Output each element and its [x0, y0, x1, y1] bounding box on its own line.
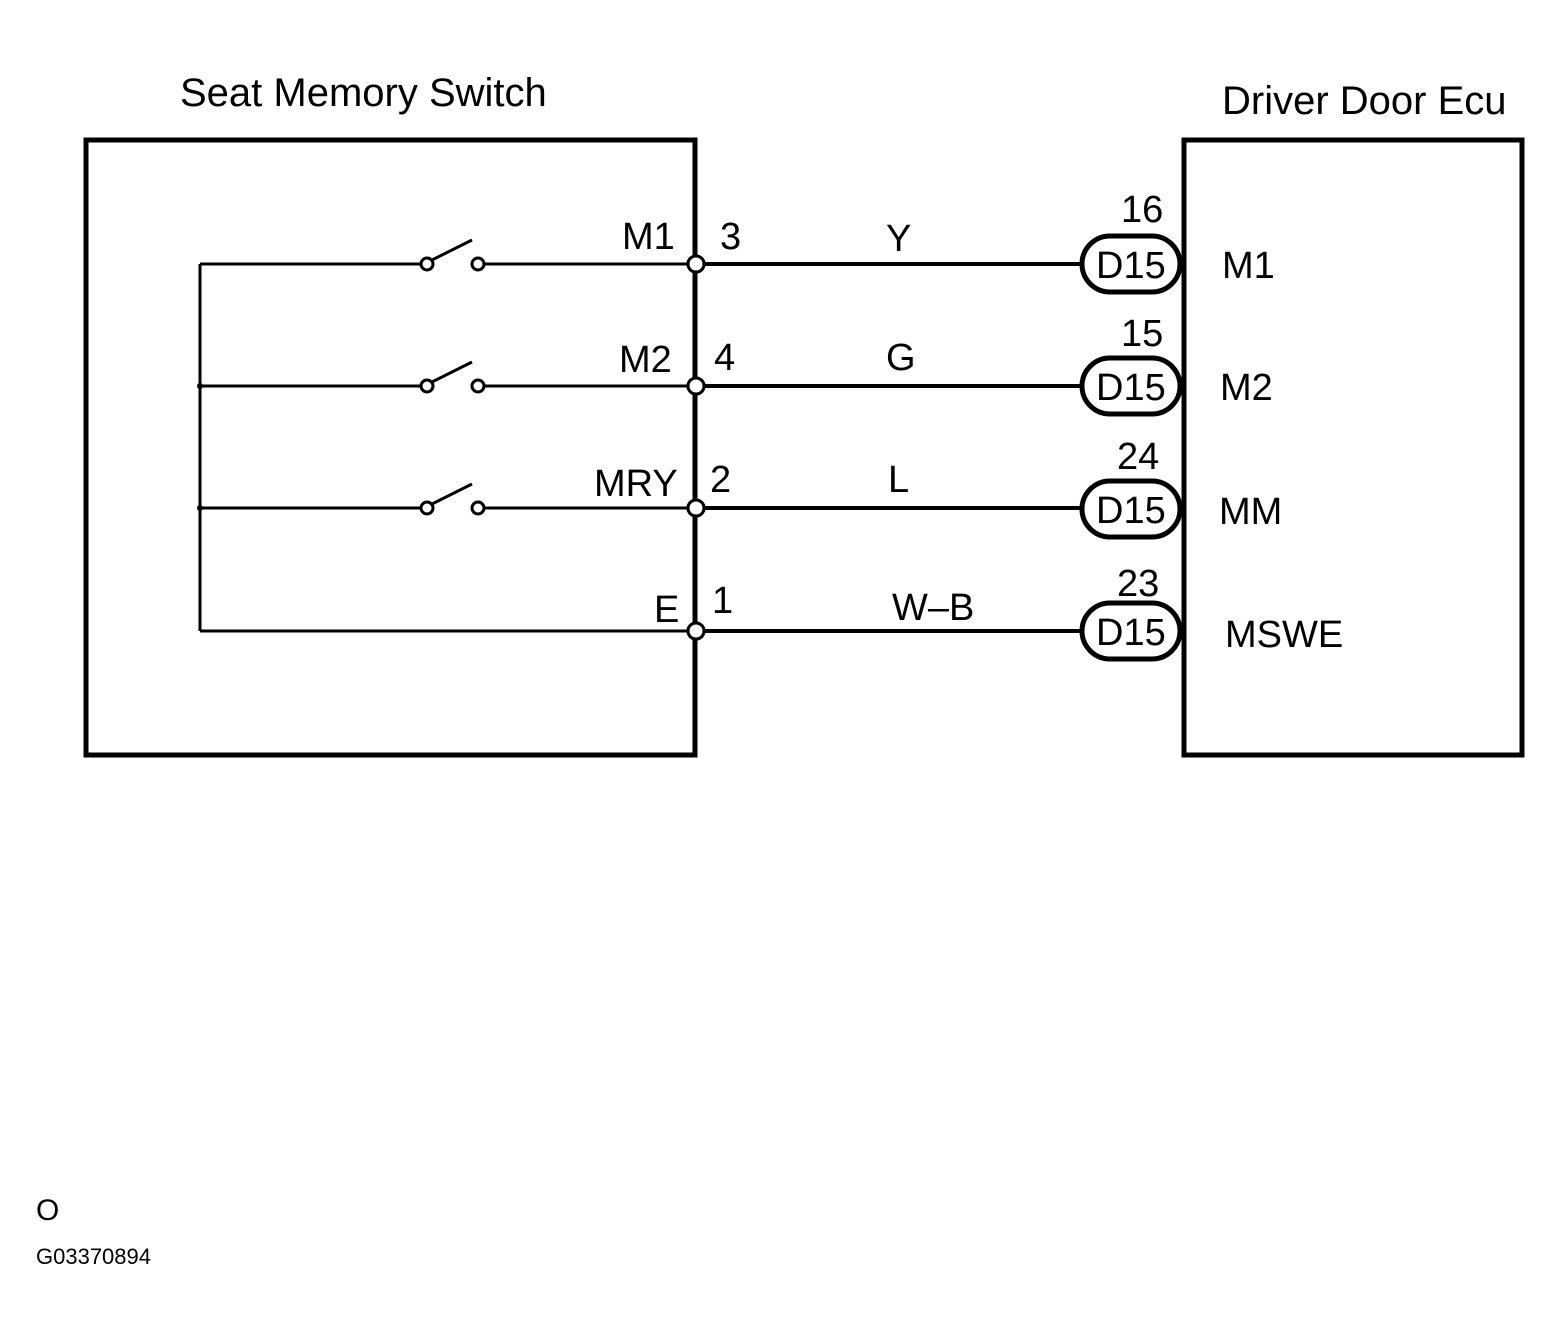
ecu-terminal-label: M2	[1220, 367, 1273, 409]
circuit-m2: M2 4 G D15 15 M2	[200, 313, 1273, 417]
switch-contact	[419, 500, 435, 516]
switch-terminal-label: MRY	[594, 463, 678, 505]
switch-pin-number: 4	[714, 337, 735, 379]
switch-terminal-label: E	[654, 589, 679, 631]
switch-terminal-label: M1	[622, 216, 675, 258]
wire-color-label: L	[888, 459, 909, 501]
wire-color-label: G	[886, 337, 916, 379]
ecu-pin-number: 15	[1121, 313, 1163, 355]
switch-pin-number: 3	[720, 216, 741, 258]
ecu-terminal-label: MM	[1219, 491, 1282, 533]
wire-color-label: Y	[886, 218, 911, 260]
switch-blade	[431, 360, 473, 384]
connector-label: D15	[1096, 367, 1166, 409]
connector-d15	[1079, 355, 1183, 417]
driver-door-ecu-title: Driver Door Ecu	[1222, 79, 1507, 123]
driver-door-ecu-box	[1181, 137, 1525, 758]
footer-mark: O	[36, 1194, 59, 1227]
ecu-pin-number: 16	[1121, 189, 1163, 231]
switch-contact	[470, 256, 486, 272]
figure-id: G03370894	[36, 1244, 151, 1269]
circuit-m1: M1 3 Y D15 16 M1	[200, 189, 1275, 295]
switch-contact	[470, 378, 486, 394]
connector-label: D15	[1096, 245, 1166, 287]
circuit-e: E 1 W–B D15 23 MSWE	[200, 563, 1343, 662]
seat-memory-switch-title: Seat Memory Switch	[180, 71, 547, 115]
terminal-node	[686, 376, 706, 396]
switch-contact	[419, 256, 435, 272]
ecu-pin-number: 23	[1117, 563, 1159, 605]
connector-label: D15	[1096, 490, 1166, 532]
ecu-terminal-label: M1	[1222, 245, 1275, 287]
terminal-node	[686, 254, 706, 274]
switch-pin-number: 2	[710, 459, 731, 501]
terminal-node	[686, 498, 706, 518]
wire-color-label: W–B	[892, 587, 974, 629]
connector-d15	[1079, 233, 1183, 295]
ecu-terminal-label: MSWE	[1225, 614, 1343, 656]
connector-label: D15	[1096, 612, 1166, 654]
terminal-node	[686, 621, 706, 641]
switch-terminal-label: M2	[619, 339, 672, 381]
switch-pin-number: 1	[712, 580, 733, 622]
switch-contact	[470, 500, 486, 516]
switch-blade	[431, 238, 473, 262]
seat-memory-switch-box	[83, 137, 698, 758]
circuit-mry: MRY 2 L D15 24 MM	[200, 436, 1282, 540]
connector-d15	[1079, 600, 1183, 662]
connector-d15	[1079, 478, 1183, 540]
switch-blade	[431, 482, 473, 506]
switch-contact	[419, 378, 435, 394]
ecu-pin-number: 24	[1117, 436, 1159, 478]
